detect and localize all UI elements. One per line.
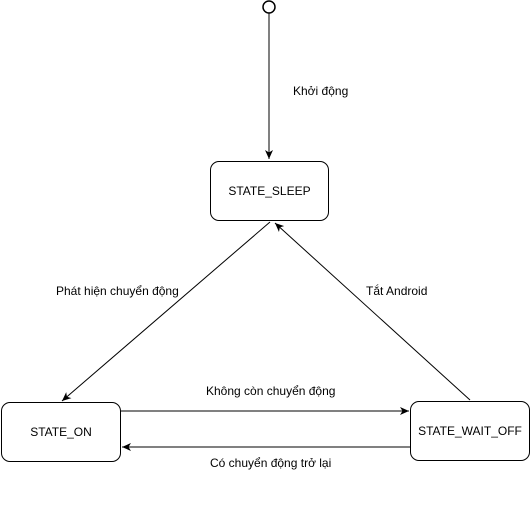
wait-off-to-sleep-arrow (274, 222, 471, 401)
sleep-to-on-arrow (61, 221, 271, 402)
state-on-label: STATE_ON (30, 425, 92, 439)
initial-state-node (262, 0, 276, 14)
state-wait-off-label: STATE_WAIT_OFF (418, 424, 522, 438)
wait-off-to-sleep-label: Tắt Android (366, 284, 428, 298)
state-on-node: STATE_ON (1, 402, 121, 462)
on-to-wait-off-label: Không còn chuyển động (206, 384, 336, 398)
sleep-to-on-label: Phát hiện chuyển động (56, 284, 179, 298)
state-sleep-node: STATE_SLEEP (210, 161, 329, 221)
start-to-sleep-label: Khởi động (293, 84, 349, 98)
wait-off-to-on-label: Có chuyển động trở lại (210, 456, 332, 470)
state-wait-off-node: STATE_WAIT_OFF (410, 401, 530, 461)
state-sleep-label: STATE_SLEEP (228, 184, 311, 198)
